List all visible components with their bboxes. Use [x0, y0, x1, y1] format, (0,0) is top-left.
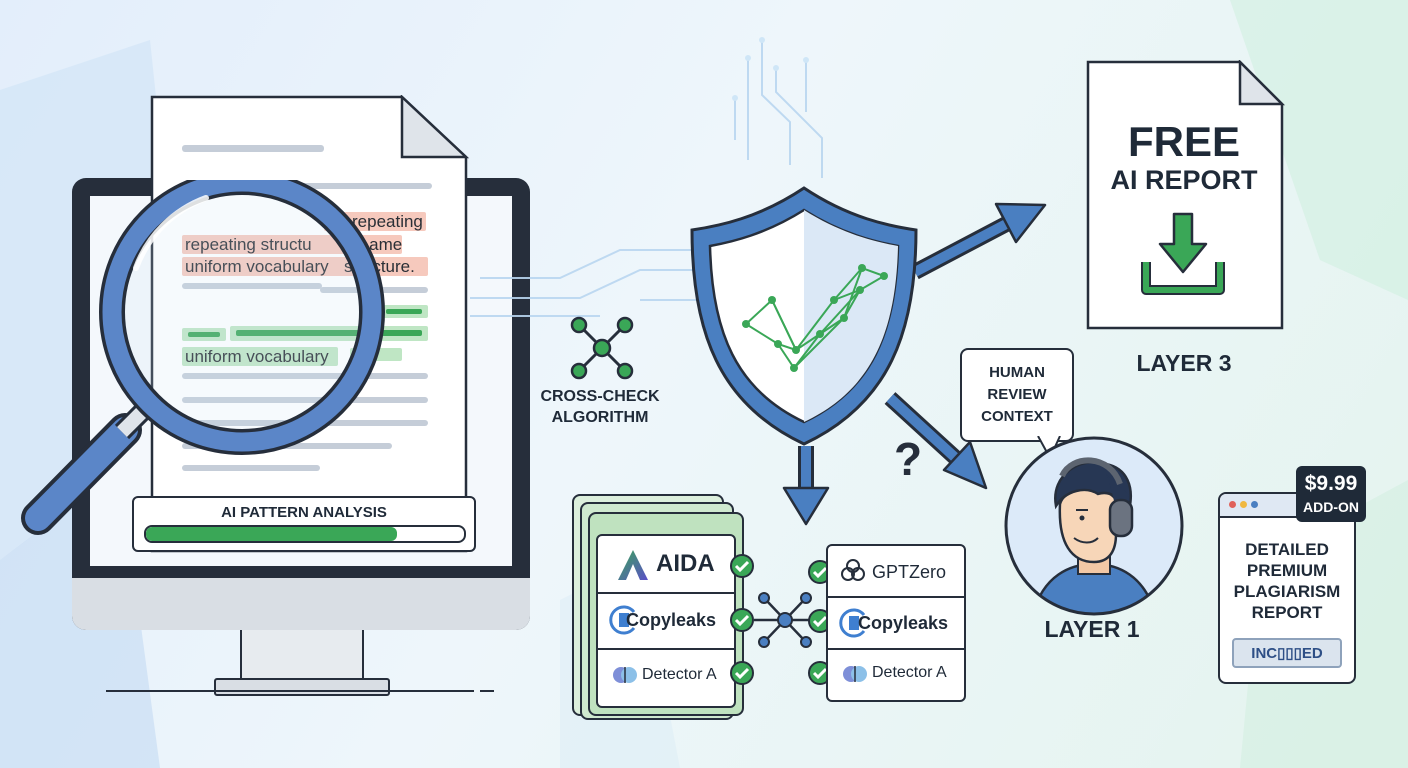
analysis-progress-panel: AI PATTERN ANALYSIS: [132, 496, 476, 552]
copyleaks-logo-icon: [609, 605, 636, 635]
copyleaks-logo-icon: [839, 608, 866, 638]
detector-card-left: AIDA Copyleaks Detector A: [596, 534, 736, 708]
analysis-progress-fill: [146, 527, 398, 541]
highlight-repeating-1: repeating: [352, 212, 423, 231]
price-tag-price: $9.99: [1304, 472, 1358, 495]
detector-right-name-2: Detector A: [872, 664, 947, 681]
left-check-column: [730, 554, 754, 685]
window-dot-red: [1229, 501, 1236, 508]
free-report-title-line2: AI REPORT: [1110, 165, 1258, 195]
premium-title-line3: PLAGIARISM: [1233, 582, 1341, 601]
desk-line: [106, 690, 474, 692]
price-tag-addon: ADD-ON: [1303, 499, 1359, 515]
cross-check-label-line2: ALGORITHM: [551, 409, 649, 426]
detector-left-row-0: AIDA: [598, 536, 734, 594]
detector-left-name-2: Detector A: [642, 666, 717, 683]
check-icon-right-2: [808, 661, 832, 685]
premium-badge-label: INC▯▯▯ED: [1251, 645, 1323, 662]
layer-1-label: LAYER 1: [1044, 616, 1140, 642]
premium-report-window: DETAILED PREMIUM PLAGIARISM REPORT INC▯▯…: [1218, 492, 1356, 684]
check-icon-left-2: [730, 661, 754, 685]
aida-logo-icon: [618, 550, 648, 580]
magnifier-icon: [21, 180, 385, 535]
premium-title-line4: REPORT: [1251, 603, 1323, 622]
network-hub-icon: [570, 316, 634, 380]
premium-badge[interactable]: INC▯▯▯ED: [1232, 638, 1342, 668]
question-mark: ?: [893, 433, 923, 485]
human-review-line3: CONTEXT: [981, 408, 1053, 425]
cross-check-label-line1: CROSS-CHECK: [540, 388, 660, 405]
check-icon-right-1: [808, 609, 832, 633]
check-icon-left-1: [730, 608, 754, 632]
detector-right-row-1: Copyleaks: [828, 596, 964, 650]
free-report-document: [1086, 60, 1286, 330]
check-icon-left-0: [730, 554, 754, 578]
right-check-column: [808, 560, 832, 685]
analysis-progress-label: AI PATTERN ANALYSIS: [221, 504, 387, 521]
download-icon: [1141, 212, 1225, 295]
brain-icon: [843, 666, 867, 682]
detector-right-name-0: GPTZero: [872, 562, 947, 582]
desk-line-dash: [480, 690, 494, 692]
highlight-repeating-structure: repeating structu: [185, 235, 312, 255]
detector-card-right: GPTZero Copyleaks Detector A: [826, 544, 966, 702]
detector-right-row-0: GPTZero: [828, 546, 964, 598]
price-tag: $9.99 ADD-ON: [1296, 466, 1366, 522]
layer-3-label: LAYER 3: [1136, 350, 1232, 376]
premium-title-line2: PREMIUM: [1246, 561, 1328, 580]
analysis-progress-track: [144, 525, 466, 543]
openai-knot-icon: [841, 559, 865, 581]
premium-title-line1: DETAILED: [1245, 540, 1329, 559]
support-agent-avatar: [1004, 436, 1184, 616]
free-report-title-line1: FREE: [1127, 118, 1240, 165]
brain-icon: [613, 667, 637, 683]
window-dot-yellow: [1240, 501, 1247, 508]
human-review-line1: HUMAN: [989, 364, 1045, 381]
detector-left-row-2: Detector A: [598, 648, 734, 704]
highlight-uniform-vocabulary-2: uniform vocabulary: [185, 347, 329, 367]
detector-left-name-0: AIDA: [656, 550, 715, 577]
highlight-uniform-vocabulary-1: uniform vocabulary: [185, 257, 329, 277]
human-review-line2: REVIEW: [987, 386, 1047, 403]
window-dot-blue: [1251, 501, 1258, 508]
detector-left-row-1: Copyleaks: [598, 592, 734, 650]
detector-right-name-1: Copyleaks: [858, 613, 949, 633]
monitor-chin: [72, 578, 530, 630]
detector-right-row-2: Detector A: [828, 648, 964, 698]
detector-left-name-1: Copyleaks: [626, 610, 717, 630]
shield-check-icon: [690, 186, 918, 446]
human-review-bubble: HUMAN REVIEW CONTEXT: [960, 348, 1074, 442]
